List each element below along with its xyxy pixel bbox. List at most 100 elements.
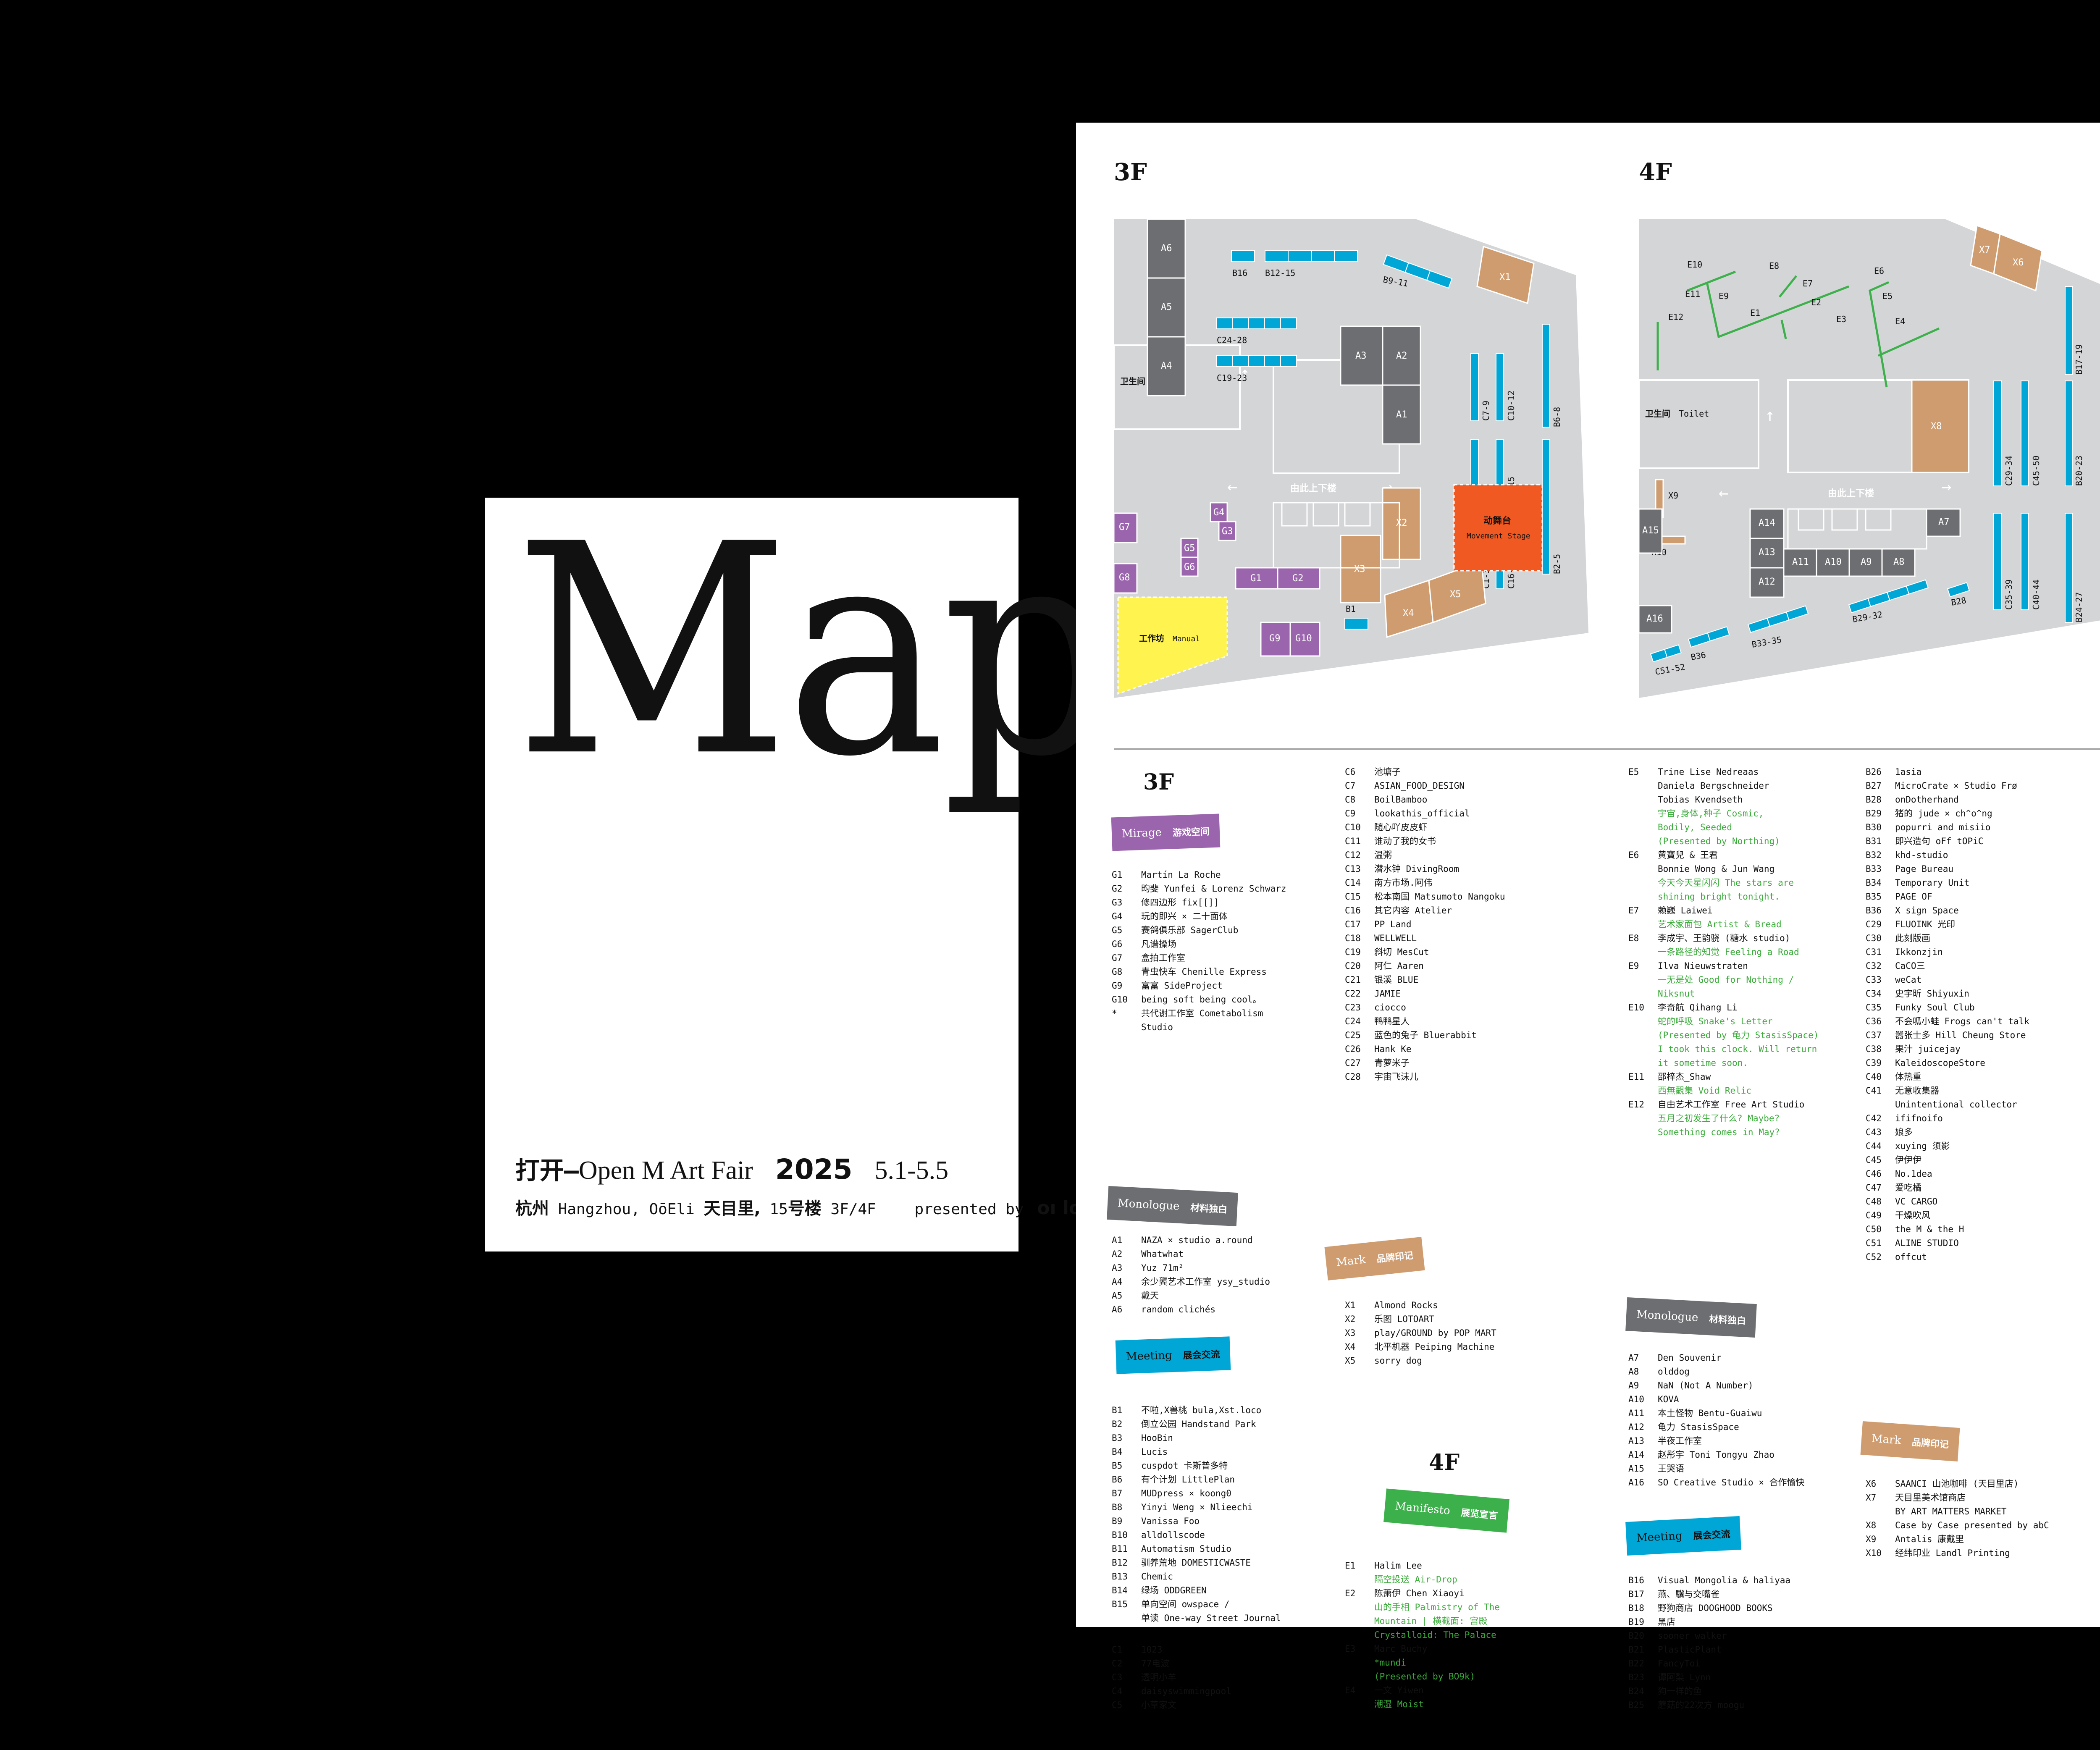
booth-code: B10 [1112, 1530, 1128, 1540]
exhibitor-name: xuying 须影 [1895, 1141, 1950, 1151]
booth-code: B23 [1628, 1672, 1644, 1682]
svg-text:E8: E8 [1769, 261, 1779, 271]
manifesto-walls[interactable] [1656, 270, 1940, 388]
exhibitor-name: 驯养荒地 DOMESTICWASTE [1141, 1558, 1251, 1568]
toilet-label-cn: 卫生间 [1120, 376, 1145, 386]
booth-code [1628, 890, 1658, 904]
booth-code: A2 [1112, 1249, 1123, 1259]
booth-code: C49 [1866, 1210, 1882, 1220]
exhibitor-row: Bodily, Seeded [1628, 821, 1819, 834]
booth-group-bc[interactable] [1650, 286, 2073, 663]
booth-group-a[interactable]: A6 A5 A4 A3 A2 A1 [1147, 219, 1421, 445]
exhibitor-name: 不会呱小蛙 Frogs can't talk [1895, 1016, 2029, 1026]
exhibitor-name: 北平机器 Peiping Machine [1374, 1342, 1495, 1352]
exhibition-title: 隔空投送 Air-Drop [1374, 1574, 1457, 1585]
booth-code: B35 [1866, 892, 1882, 902]
arrow-up-icon: ↑ [1765, 406, 1775, 425]
exhibitor-name: JAMIE [1374, 989, 1401, 999]
booth-code: A9 [1628, 1380, 1639, 1391]
exhibitor-name: 娘多 [1895, 1127, 1913, 1137]
exhibitor-name: Yuz 71m² [1141, 1263, 1184, 1273]
booth-code: B17 [1628, 1589, 1644, 1599]
exhibitor-name: 1asia [1895, 767, 1922, 777]
exhibitor-name: 1023 [1141, 1645, 1163, 1655]
venue-cn: 天目里, [704, 1199, 761, 1218]
booth-code [1628, 793, 1658, 807]
exhibitor-name: 此刻版画 [1895, 933, 1930, 943]
booth-code: C31 [1866, 947, 1882, 957]
exhibitor-name: 盒拍工作室 [1141, 953, 1185, 963]
svg-text:E9: E9 [1719, 291, 1729, 301]
exhibitor-name: Den Souvenir [1658, 1353, 1722, 1363]
exhibitor-name: 玩的即兴 × 二十面体 [1141, 911, 1228, 921]
exhibitor-row: (Presented by BO9k) [1345, 1670, 1500, 1684]
exhibitor-name: Trine Lise Nedreaas [1658, 767, 1759, 777]
exhibitor-row: Daniela Bergschneider [1628, 779, 1819, 793]
exhibitor-name: Yinyi Weng × Nlieechi [1141, 1502, 1253, 1512]
exhibitor-name: 蓝色的兔子 Bluerabbit [1374, 1030, 1477, 1040]
exhibitor-name: PP Land [1374, 919, 1412, 929]
exhibitor-name: 赛鸽俱乐部 SagerClub [1141, 925, 1239, 935]
booth-code: B27 [1866, 781, 1882, 791]
booth-code: G10 [1112, 994, 1128, 1005]
booth-code: C22 [1345, 989, 1361, 999]
booth-group-g[interactable] [1114, 502, 1320, 657]
exhibitor-row: 隔空投送 Air-Drop [1345, 1573, 1500, 1587]
manual-workshop-area[interactable] [1117, 596, 1228, 695]
svg-text:C24-28: C24-28 [1217, 335, 1247, 345]
exhibitor-name: NaN (Not A Number) [1658, 1380, 1754, 1391]
exhibitor-name: ASIAN_FOOD_DESIGN [1374, 781, 1465, 791]
booth-group-a[interactable] [1639, 508, 1961, 634]
floors: 3F/4F [830, 1201, 876, 1218]
exhibitor-name: cuspdot 卡斯普多特 [1141, 1461, 1228, 1471]
exhibitor-name: 随心吖皮皮虾 [1374, 822, 1427, 832]
exhibitor-name: CaCO三 [1895, 961, 1925, 971]
booth-group-x[interactable] [1340, 246, 1535, 638]
exhibitor-name: PlasticPlant [1658, 1645, 1722, 1655]
exhibitor-name: popurri and misiio [1895, 822, 1991, 832]
booth-group-x[interactable] [1646, 224, 2043, 545]
svg-text:A5: A5 [1161, 302, 1172, 312]
exhibition-title: Mountain | 横截面: 宫殿 [1374, 1616, 1488, 1626]
exhibitor-name: KOVA [1658, 1394, 1679, 1404]
svg-text:C29-34: C29-34 [2004, 456, 2014, 486]
legend-4f-heading: 4F [1429, 1450, 1460, 1475]
exhibitor-name: 阿仁 Aaren [1374, 961, 1424, 971]
exhibitor-name: FancyToi [1658, 1658, 1701, 1669]
booth-code [1628, 973, 1658, 987]
movement-stage-area[interactable] [1453, 484, 1543, 572]
booth-code: B5 [1112, 1461, 1123, 1471]
booth-code: C51 [1866, 1238, 1882, 1248]
booth-code: B20 [1628, 1631, 1644, 1641]
exhibition-title: it sometime soon. [1658, 1058, 1748, 1068]
svg-text:B20-23: B20-23 [2074, 456, 2084, 486]
